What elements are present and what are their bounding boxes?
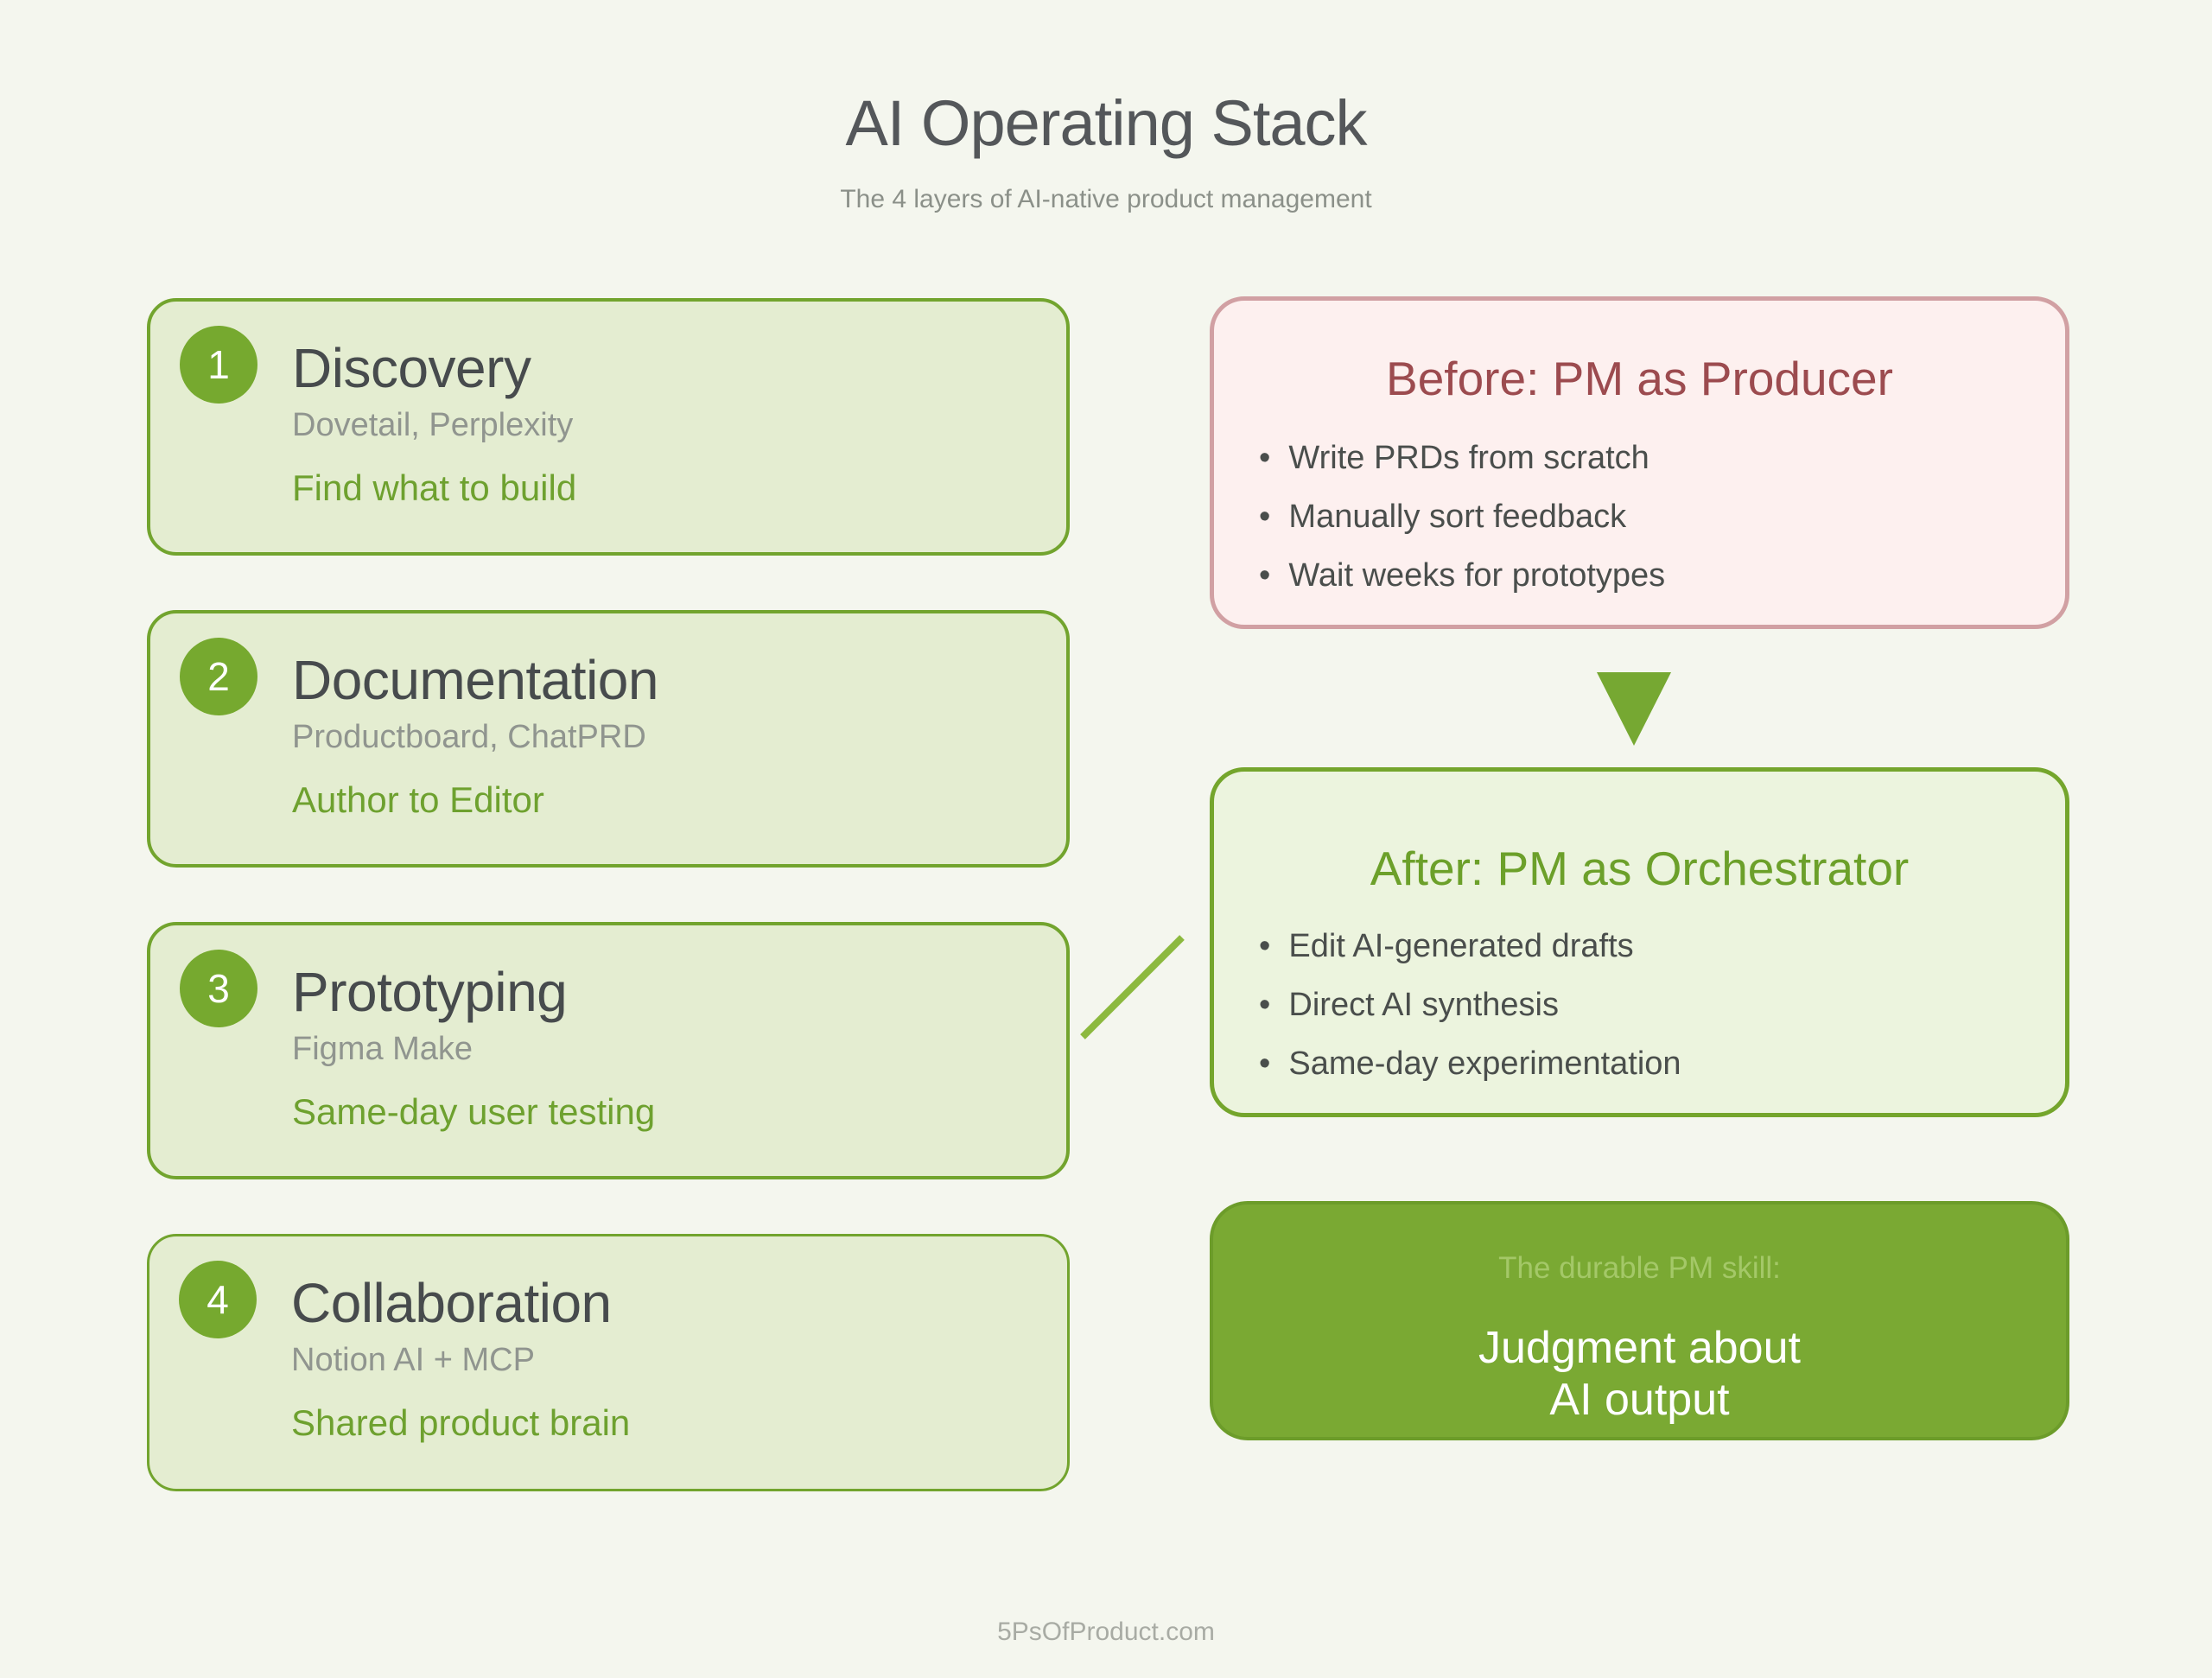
- layer-title: Discovery: [292, 337, 531, 399]
- layer-card-prototyping: 3 Prototyping Figma Make Same-day user t…: [147, 922, 1070, 1179]
- before-bullet: Manually sort feedback: [1259, 487, 1665, 546]
- after-box: After: PM as Orchestrator Edit AI-genera…: [1210, 767, 2069, 1117]
- skill-line1: Judgment about: [1478, 1323, 1801, 1373]
- layer-benefit: Shared product brain: [291, 1402, 631, 1443]
- layer-tools: Productboard, ChatPRD: [292, 719, 646, 755]
- page-subtitle: The 4 layers of AI-native product manage…: [840, 185, 1372, 213]
- layer-title: Documentation: [292, 649, 658, 711]
- skill-line2: AI output: [1549, 1375, 1730, 1425]
- layer-card-discovery: 1 Discovery Dovetail, Perplexity Find wh…: [147, 298, 1070, 556]
- layer-number-badge: 2: [180, 638, 257, 715]
- layer-tools: Notion AI + MCP: [291, 1342, 535, 1378]
- layer-card-documentation: 2 Documentation Productboard, ChatPRD Au…: [147, 610, 1070, 868]
- page-title: AI Operating Stack: [845, 87, 1367, 159]
- layer-number-badge: 1: [180, 326, 257, 404]
- layer-tools: Dovetail, Perplexity: [292, 407, 574, 443]
- after-bullet: Direct AI synthesis: [1259, 976, 1681, 1034]
- skill-box: The durable PM skill: Judgment about AI …: [1210, 1201, 2069, 1440]
- layer-number-badge: 4: [179, 1261, 257, 1338]
- before-bullet: Write PRDs from scratch: [1259, 429, 1665, 487]
- skill-label: The durable PM skill:: [1498, 1251, 1781, 1285]
- layer-benefit: Find what to build: [292, 467, 577, 508]
- after-bullet-list: Edit AI-generated drafts Direct AI synth…: [1259, 917, 1681, 1093]
- layer-benefit: Same-day user testing: [292, 1091, 656, 1132]
- layer-benefit: Author to Editor: [292, 779, 544, 820]
- before-box: Before: PM as Producer Write PRDs from s…: [1210, 296, 2069, 629]
- layer-card-collaboration: 4 Collaboration Notion AI + MCP Shared p…: [147, 1234, 1070, 1491]
- after-title: After: PM as Orchestrator: [1370, 842, 1910, 895]
- footer-url: 5PsOfProduct.com: [997, 1618, 1215, 1646]
- layer-tools: Figma Make: [292, 1031, 474, 1067]
- after-bullet: Edit AI-generated drafts: [1259, 917, 1681, 976]
- before-bullet: Wait weeks for prototypes: [1259, 546, 1665, 605]
- before-bullet-list: Write PRDs from scratch Manually sort fe…: [1259, 429, 1665, 605]
- before-title: Before: PM as Producer: [1386, 352, 1893, 405]
- layer-number-badge: 3: [180, 950, 257, 1027]
- down-arrow-icon: [1597, 672, 1671, 746]
- after-bullet: Same-day experimentation: [1259, 1034, 1681, 1093]
- layer-title: Prototyping: [292, 961, 568, 1023]
- layer-title: Collaboration: [291, 1272, 612, 1334]
